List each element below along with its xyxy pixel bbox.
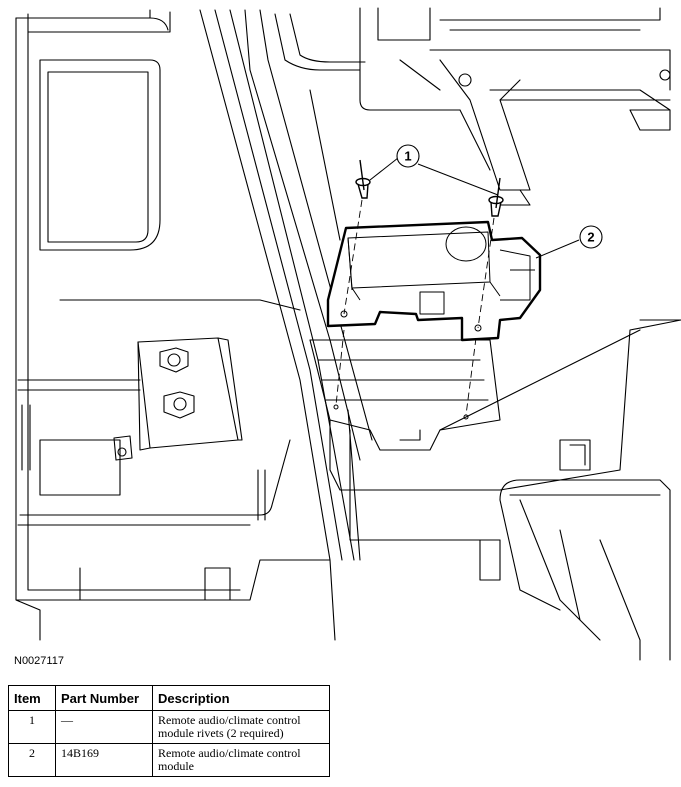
part-number: —: [55, 710, 153, 744]
callout-2: 2: [579, 225, 603, 249]
exploded-view-diagram: 1 2: [15, 7, 681, 661]
rivet-left: [355, 159, 371, 199]
callout-leaders: [369, 157, 580, 259]
figure-code: N0027117: [14, 655, 64, 667]
table-header-row: Item Part Number Description: [8, 685, 330, 711]
lower-right-panel: [479, 479, 671, 661]
header-description: Description: [152, 685, 330, 711]
part-description: Remote audio/climate control module: [152, 743, 330, 777]
floor-panel-outline: [15, 9, 336, 641]
callout-1: 1: [396, 144, 420, 168]
rivet-right: [488, 177, 504, 217]
part-number: 14B169: [55, 743, 153, 777]
item-number: 2: [8, 743, 56, 777]
upper-bracket-assembly: [359, 7, 671, 206]
alignment-lines: [335, 199, 495, 416]
svg-text:1: 1: [404, 149, 411, 164]
item-number: 1: [8, 710, 56, 744]
remote-audio-climate-control-module: [326, 220, 542, 342]
table-row: 2 14B169 Remote audio/climate control mo…: [8, 743, 330, 777]
header-item: Item: [8, 685, 56, 711]
module-mounting-tray: [309, 319, 681, 541]
bracket-plate: [113, 337, 243, 461]
header-part-number: Part Number: [55, 685, 153, 711]
parts-table: Item Part Number Description 1 — Remote …: [8, 685, 330, 777]
svg-text:2: 2: [587, 230, 594, 245]
part-description: Remote audio/climate control module rive…: [152, 710, 330, 744]
table-row: 1 — Remote audio/climate control module …: [8, 710, 330, 744]
